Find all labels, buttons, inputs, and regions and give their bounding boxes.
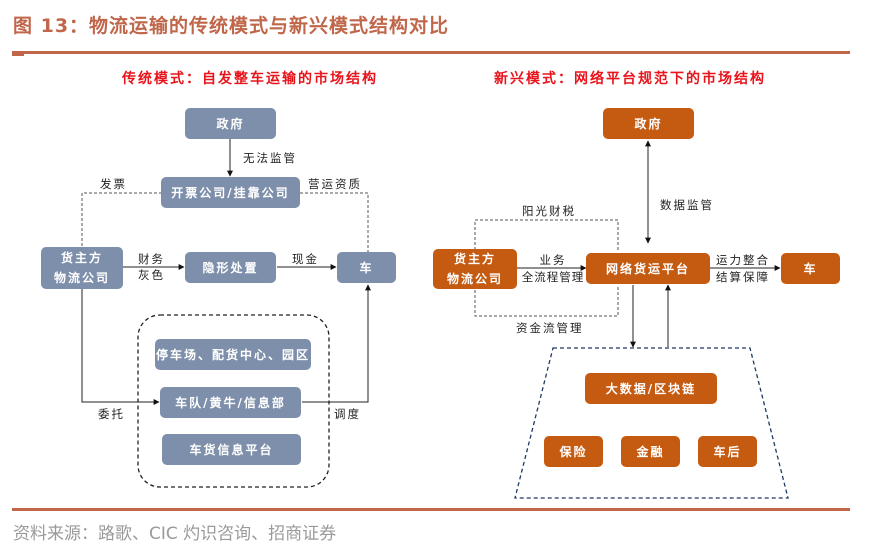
trad-vehicle-node: 车 xyxy=(337,252,396,283)
trad-hidden-disposal-node: 隐形处置 xyxy=(185,252,276,283)
trad-fleet-broker-node: 车队/黄牛/信息部 xyxy=(160,387,301,418)
emer-platform-node: 网络货运平台 xyxy=(586,253,710,284)
intermediary-group-border xyxy=(137,314,330,488)
emer-insurance-node: 保险 xyxy=(544,436,603,467)
emer-shipper-node: 货主方 物流公司 xyxy=(433,249,517,289)
emer-finance-node: 金融 xyxy=(621,436,680,467)
emer-vehicle-node: 车 xyxy=(781,253,840,284)
trad-cash-label: 现金 xyxy=(292,252,319,266)
edge-fleet-to-vehicle xyxy=(302,284,371,403)
trad-government-node: 政府 xyxy=(185,108,276,139)
title-rule xyxy=(12,51,850,54)
emer-capacity-label-1: 运力整合 xyxy=(716,253,770,267)
emer-fund-flow-label: 资金流管理 xyxy=(516,321,584,335)
edge-invoice-dashed-right xyxy=(300,192,369,252)
figure-title: 图 13：物流运输的传统模式与新兴模式结构对比 xyxy=(13,15,450,37)
footer-rule xyxy=(12,508,850,511)
trad-qualification-label: 营运资质 xyxy=(308,177,362,191)
emer-shipper-line1: 货主方 xyxy=(453,252,496,266)
emer-data-regulation-label: 数据监管 xyxy=(660,198,714,212)
edge-shipper-to-fleet xyxy=(81,288,160,405)
emer-bigdata-node: 大数据/区块链 xyxy=(585,373,717,404)
emer-sunshine-tax-label: 阳光财税 xyxy=(522,204,576,218)
edge-sunshine-tax-dashed xyxy=(474,219,619,252)
edge-invoice-dashed-left xyxy=(81,192,162,248)
trad-shipper-line2: 物流公司 xyxy=(53,271,110,285)
emer-business-label-2: 全流程管理 xyxy=(521,270,585,284)
emer-business-label-1: 业务 xyxy=(539,253,567,267)
edge-fund-flow-dashed xyxy=(474,287,619,317)
emer-shipper-line2: 物流公司 xyxy=(446,272,503,286)
trad-freight-info-platform-node: 车货信息平台 xyxy=(162,434,301,465)
trad-finance-label-2: 灰色 xyxy=(138,268,165,282)
title-rule-tick xyxy=(12,54,24,56)
trad-no-regulation-label: 无法监管 xyxy=(243,151,297,165)
services-trapezoid-border xyxy=(514,347,789,499)
traditional-title: 传统模式：自发整车运输的市场结构 xyxy=(122,71,378,87)
trad-invoice-label: 发票 xyxy=(100,177,127,191)
trad-entrust-label: 委托 xyxy=(98,407,125,421)
trad-dispatch-label: 调度 xyxy=(334,407,361,421)
trad-parking-hub-node: 停车场、配货中心、园区 xyxy=(155,339,311,370)
emer-capacity-label-2: 结算保障 xyxy=(716,270,770,284)
source-note: 资料来源：路歌、CIC 灼识咨询、招商证券 xyxy=(13,524,337,544)
emerging-title: 新兴模式：网络平台规范下的市场结构 xyxy=(494,71,766,87)
emer-aftermarket-node: 车后 xyxy=(698,436,757,467)
trad-shipper-line1: 货主方 xyxy=(60,251,103,265)
trad-finance-label-1: 财务 xyxy=(138,252,165,266)
emer-government-node: 政府 xyxy=(603,108,694,139)
trad-invoice-company-node: 开票公司/挂靠公司 xyxy=(161,177,300,208)
trad-shipper-node: 货主方 物流公司 xyxy=(41,247,123,289)
